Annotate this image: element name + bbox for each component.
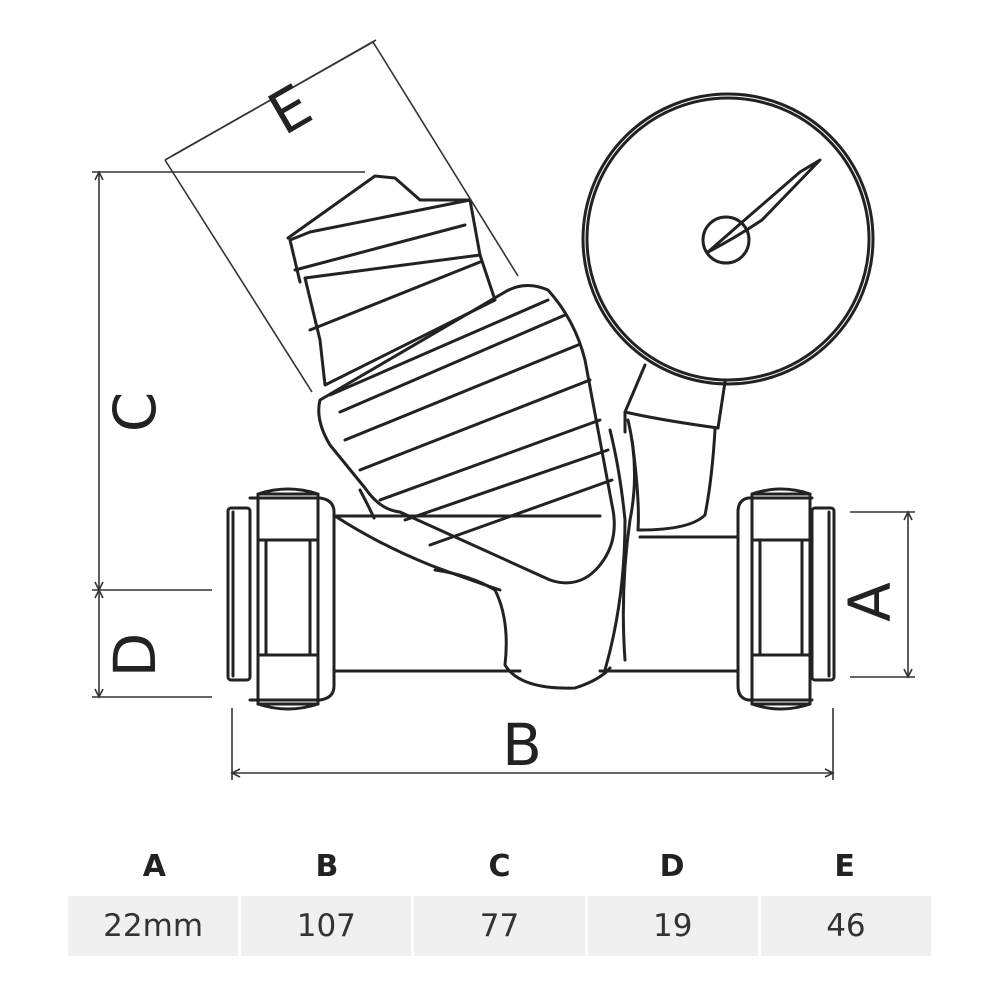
regulator-head bbox=[286, 174, 616, 585]
dimensions-table-header: A B C D E bbox=[68, 838, 931, 896]
header-cell-e: E bbox=[834, 849, 855, 884]
header-cell-a: A bbox=[142, 849, 166, 884]
value-cell-a: 22mm bbox=[68, 896, 239, 956]
right-compression-nut bbox=[736, 487, 836, 711]
dimension-label-a: A bbox=[836, 582, 904, 622]
dimension-label-d: D bbox=[101, 633, 169, 678]
valve-dimension-diagram: E C D A B bbox=[92, 39, 915, 780]
dimensions-table-values: 22mm 107 77 19 46 bbox=[68, 896, 932, 956]
dimension-line-a bbox=[850, 510, 915, 679]
dimension-line-b bbox=[230, 708, 835, 780]
pressure-gauge bbox=[581, 92, 875, 672]
header-cell-b: B bbox=[315, 849, 339, 884]
dimension-label-c: C bbox=[101, 392, 169, 433]
value-cell-c: 77 bbox=[414, 896, 585, 956]
header-cell-c: C bbox=[488, 849, 511, 884]
dimension-line-d bbox=[92, 588, 212, 699]
value-cell-e: 46 bbox=[760, 896, 932, 956]
dimension-label-e: E bbox=[257, 71, 323, 148]
dimension-label-b: B bbox=[502, 711, 542, 779]
left-compression-nut bbox=[226, 487, 336, 711]
value-cell-d: 19 bbox=[587, 896, 758, 956]
header-cell-d: D bbox=[659, 849, 685, 884]
dimension-line-e bbox=[164, 39, 519, 393]
value-cell-b: 107 bbox=[241, 896, 412, 956]
dimensions-table: A B C D E 22mm 107 77 19 46 bbox=[68, 838, 932, 956]
valve-pipe-body bbox=[333, 514, 740, 690]
